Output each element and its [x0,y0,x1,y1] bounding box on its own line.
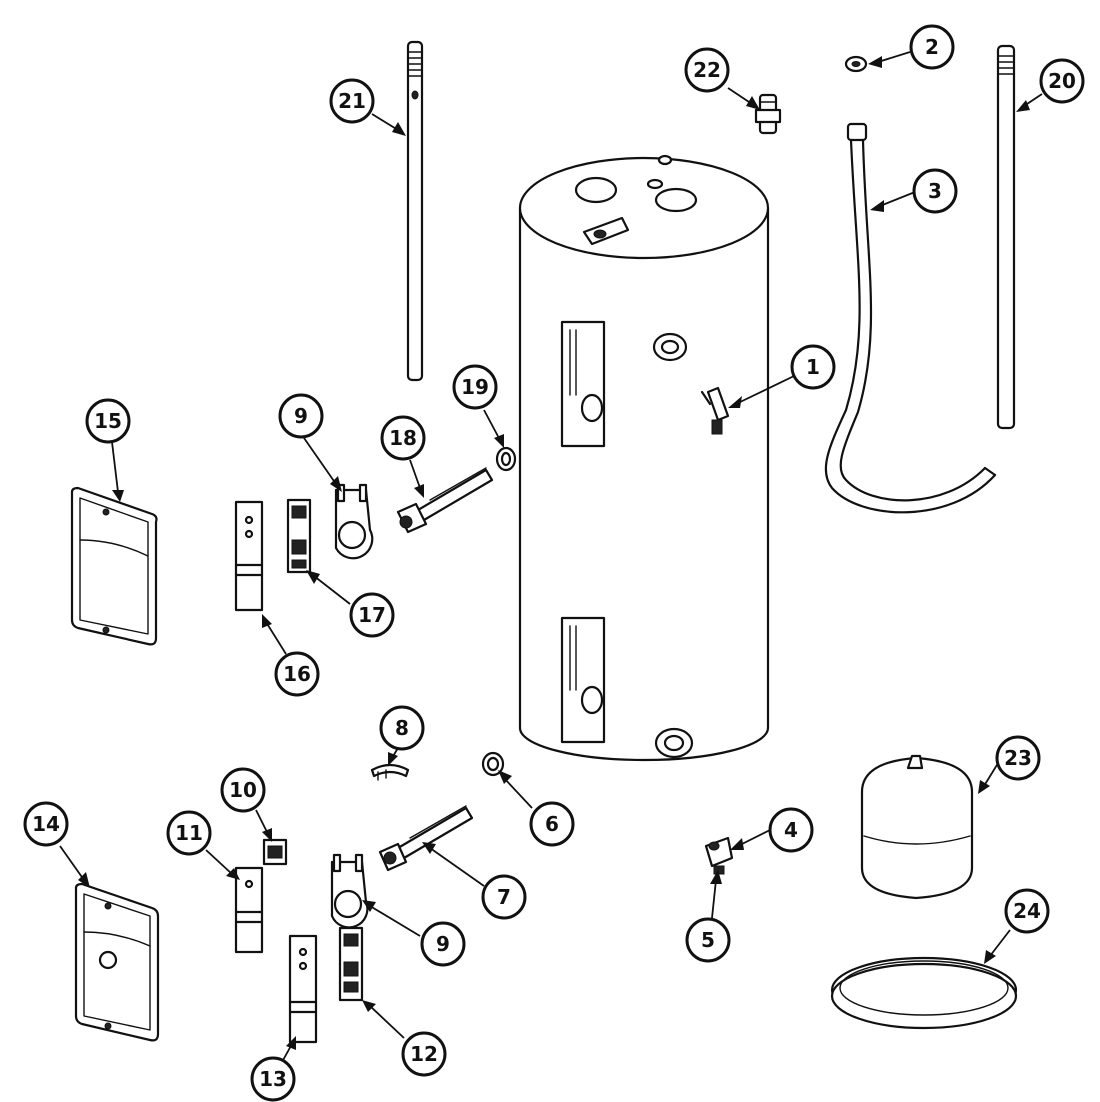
water-heater-tank [518,154,770,762]
part-14-access-cover [74,882,160,1042]
callout-11-label: 11 [175,821,203,845]
callout-18-label: 18 [389,426,417,450]
callout-7-label: 7 [497,885,511,909]
callout-15-label: 15 [94,409,122,433]
part-21-anode-rod [406,40,424,382]
part-19-gasket [495,446,517,472]
callout-18: 18 [380,415,426,461]
callout-9-lower-label: 9 [436,932,450,956]
callout-24-label: 24 [1013,899,1041,923]
part-22-fitting [754,93,782,135]
callout-22-label: 22 [693,58,721,82]
callout-9-upper-label: 9 [294,404,308,428]
part-2-washer [844,55,868,73]
callout-9-upper: 9 [278,393,324,439]
callout-21-label: 21 [338,89,366,113]
part-12-lower-thermostat [338,926,364,1002]
callout-5-label: 5 [701,928,715,952]
callout-6-label: 6 [545,812,559,836]
part-7-heating-element [378,805,474,872]
callout-16-label: 16 [283,662,311,686]
part-16-bracket [234,500,264,612]
part-9-bracket-lower [330,853,369,929]
part-6-gasket [481,751,505,777]
part-9-bracket-upper [334,483,374,560]
callout-17: 17 [349,592,395,638]
callout-4: 4 [768,807,814,853]
part-18-heating-element [396,467,494,534]
callout-14: 14 [23,801,69,847]
part-20-anode-rod [996,44,1016,430]
callout-11: 11 [166,810,212,856]
part-11-bracket [234,866,264,954]
callout-2: 2 [909,24,955,70]
callout-2-label: 2 [925,35,939,59]
callout-20-label: 20 [1048,69,1076,93]
callout-21: 21 [329,78,375,124]
part-8-clip [370,763,410,781]
callout-13-label: 13 [259,1067,287,1091]
leader-lines [59,51,1043,1063]
callout-1: 1 [790,344,836,390]
part-13-bracket [288,934,318,1044]
callout-10-label: 10 [229,778,257,802]
callout-10: 10 [220,767,266,813]
callout-12: 12 [401,1031,447,1077]
callout-24: 24 [1004,888,1050,934]
callout-14-label: 14 [32,812,60,836]
callout-4-label: 4 [784,818,798,842]
callout-19: 19 [452,364,498,410]
callout-16: 16 [274,651,320,697]
callout-23: 23 [995,735,1041,781]
part-10-terminal-block [262,838,288,866]
part-23-expansion-tank [860,754,974,900]
callout-6: 6 [529,801,575,847]
callout-20: 20 [1039,58,1085,104]
callout-3-label: 3 [928,179,942,203]
callout-8: 8 [379,705,425,751]
part-24-drain-pan [830,956,1018,1030]
callout-5: 5 [685,917,731,963]
callout-8-label: 8 [395,716,409,740]
callout-15: 15 [85,398,131,444]
callout-22: 22 [684,47,730,93]
callout-9-lower: 9 [420,921,466,967]
callout-1-label: 1 [806,355,820,379]
callout-23-label: 23 [1004,746,1032,770]
callout-3: 3 [912,168,958,214]
callout-13: 13 [250,1056,296,1102]
part-17-upper-thermostat [286,498,312,574]
part-3-dip-tube [824,122,997,514]
callout-7: 7 [481,874,527,920]
part-4-5-drain-valve [704,836,734,875]
part-15-access-cover [70,486,158,646]
callout-19-label: 19 [461,375,489,399]
callout-12-label: 12 [410,1042,438,1066]
callout-17-label: 17 [358,603,386,627]
